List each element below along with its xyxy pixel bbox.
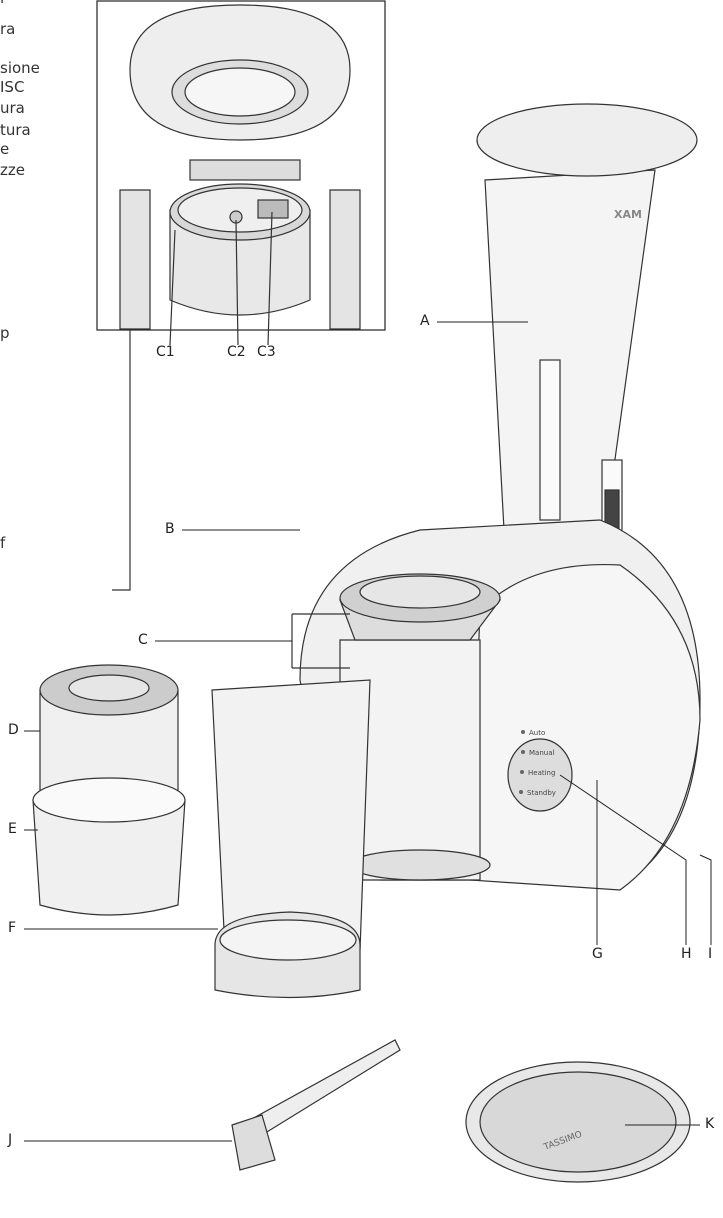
fragment: p (0, 324, 10, 342)
label-b: B (165, 521, 175, 537)
cup-part-e (32, 777, 186, 916)
label-c1: C1 (156, 344, 175, 360)
panel-heating: Heating (528, 769, 555, 777)
fragment: zze (0, 161, 25, 179)
water-tank: XAM (476, 103, 698, 641)
service-tdisc: TASSIMO (465, 1061, 691, 1183)
machine-body (291, 519, 701, 891)
label-c2: C2 (227, 344, 246, 360)
fragment: ra (0, 20, 16, 38)
fragment: tura (0, 121, 31, 139)
panel-manual: Manual (529, 749, 554, 757)
label-g: G (592, 946, 603, 962)
label-h: H (681, 946, 692, 962)
fragment: l (0, 0, 4, 7)
fragment: sione (0, 59, 40, 77)
control-panel: Auto Manual Heating Standby (519, 729, 556, 797)
fragment: f (0, 534, 6, 552)
brewing-unit-inset (96, 0, 386, 331)
label-j: J (8, 1132, 13, 1148)
panel-auto: Auto (529, 729, 545, 737)
tank-logo: XAM (614, 208, 642, 221)
fragment: ura (0, 99, 25, 117)
label-i: I (708, 946, 713, 962)
label-f: F (8, 920, 17, 936)
fragment: ISC (0, 78, 25, 96)
label-e: E (8, 821, 17, 837)
label-c3: C3 (257, 344, 276, 360)
label-d: D (8, 722, 19, 738)
label-a: A (420, 313, 430, 329)
fragment: e (0, 140, 10, 158)
drip-tray (211, 679, 371, 999)
cleaning-brush (231, 1039, 401, 1171)
panel-standby: Standby (527, 789, 556, 797)
label-c: C (138, 632, 148, 648)
label-k: K (705, 1116, 715, 1132)
